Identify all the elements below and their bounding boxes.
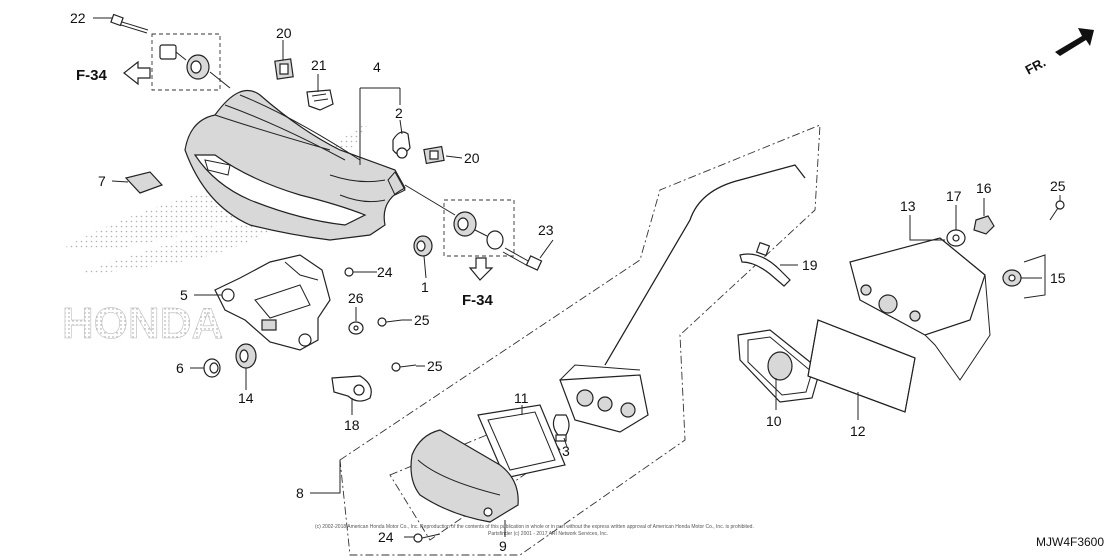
license-light-assembly-outline bbox=[339, 124, 821, 556]
grommet-collar-right bbox=[404, 184, 504, 250]
screw-23 bbox=[413, 533, 441, 543]
screw-25-lower bbox=[391, 362, 417, 372]
washer-26 bbox=[348, 321, 364, 335]
band-19 bbox=[739, 241, 791, 287]
nut-16 bbox=[973, 215, 995, 235]
honda-watermark: HONDA bbox=[60, 120, 370, 348]
clip-20-top bbox=[274, 58, 294, 80]
honda-watermark-text: HONDA bbox=[62, 299, 223, 348]
bolt-22-right bbox=[502, 247, 543, 271]
screw-24-right bbox=[1049, 200, 1065, 221]
callout-13: 13 bbox=[900, 198, 916, 214]
callout-12: 12 bbox=[850, 423, 866, 439]
license-housing-13 bbox=[849, 237, 991, 381]
callout-17: 17 bbox=[946, 188, 962, 204]
callout-11: 11 bbox=[514, 390, 529, 406]
callout-labels: 22 20 21 4 2 20 7 23 24 1 5 26 25 25 6 1… bbox=[70, 10, 1066, 554]
callout-24-left: 24 bbox=[377, 264, 393, 280]
callout-24-right: 25 bbox=[1050, 178, 1066, 194]
callout-25-lower: 25 bbox=[427, 358, 443, 374]
callout-26: 26 bbox=[348, 290, 364, 306]
reflector-12 bbox=[807, 319, 916, 413]
callout-23: 24 bbox=[378, 529, 394, 545]
bolt-22-top bbox=[110, 13, 149, 34]
callout-2: 2 bbox=[395, 105, 403, 121]
screw-25-upper bbox=[377, 317, 403, 327]
socket-assembly bbox=[559, 364, 649, 433]
lens-sub-outline bbox=[389, 414, 561, 541]
copyright-line-1: (c) 2002-2018 American Honda Motor Co., … bbox=[315, 524, 754, 530]
screw-24-left bbox=[344, 267, 368, 277]
grommet-group-box-right bbox=[443, 199, 515, 257]
callout-4: 4 bbox=[373, 59, 381, 75]
callout-3: 3 bbox=[562, 443, 570, 459]
callout-18: 18 bbox=[344, 417, 360, 433]
callout-25-upper: 25 bbox=[414, 312, 430, 328]
grommet-1 bbox=[413, 235, 433, 257]
collar-grommet-top bbox=[159, 44, 231, 89]
nut-17 bbox=[946, 229, 966, 247]
diagram-code: MJW4F3600 bbox=[1036, 535, 1104, 549]
rubber-2 bbox=[392, 131, 411, 159]
tail-light-housing bbox=[184, 90, 406, 241]
ref-arrow-bottom bbox=[468, 257, 494, 281]
wire-harness bbox=[604, 164, 806, 366]
callout-21: 21 bbox=[311, 57, 327, 73]
pad-7 bbox=[124, 171, 164, 194]
copyright-line-2: Partsfinder (c) 2001 - 2017 ARI Network … bbox=[488, 531, 608, 537]
callout-6: 6 bbox=[176, 360, 184, 376]
gasket-10 bbox=[737, 329, 821, 403]
bracket-5 bbox=[214, 254, 331, 351]
socket-21 bbox=[306, 89, 334, 111]
callout-20-top: 20 bbox=[276, 25, 292, 41]
callout-16: 16 bbox=[976, 180, 992, 196]
leader-lines bbox=[93, 17, 1061, 538]
nut-15 bbox=[1002, 269, 1022, 287]
fr-arrow-icon bbox=[1055, 28, 1094, 56]
callout-5: 5 bbox=[180, 287, 188, 303]
collar-6 bbox=[203, 358, 221, 378]
fr-direction-label: FR. bbox=[1023, 55, 1049, 78]
callout-14: 14 bbox=[238, 390, 254, 406]
callout-15: 15 bbox=[1050, 270, 1066, 286]
grommet-14 bbox=[235, 343, 257, 369]
ref-label-left: F-34 bbox=[76, 67, 108, 84]
ref-label-bottom: F-34 bbox=[462, 292, 494, 309]
ref-arrow-left bbox=[123, 60, 151, 86]
callout-8: 8 bbox=[296, 485, 304, 501]
bulb-3 bbox=[552, 414, 570, 442]
clamp-18 bbox=[331, 375, 372, 402]
lens-housing-8 bbox=[410, 429, 519, 523]
callout-22-right: 23 bbox=[538, 222, 554, 238]
callout-19: 19 bbox=[802, 257, 818, 273]
grommet-group-box-top bbox=[151, 33, 221, 91]
callout-10: 10 bbox=[766, 413, 782, 429]
callout-7: 7 bbox=[98, 173, 106, 189]
callout-20-mid: 20 bbox=[464, 150, 480, 166]
gasket-11 bbox=[477, 404, 566, 479]
clip-20-mid bbox=[423, 145, 445, 165]
callout-22-top: 22 bbox=[70, 10, 86, 26]
callout-1: 1 bbox=[421, 279, 429, 295]
callout-9: 9 bbox=[499, 538, 507, 554]
